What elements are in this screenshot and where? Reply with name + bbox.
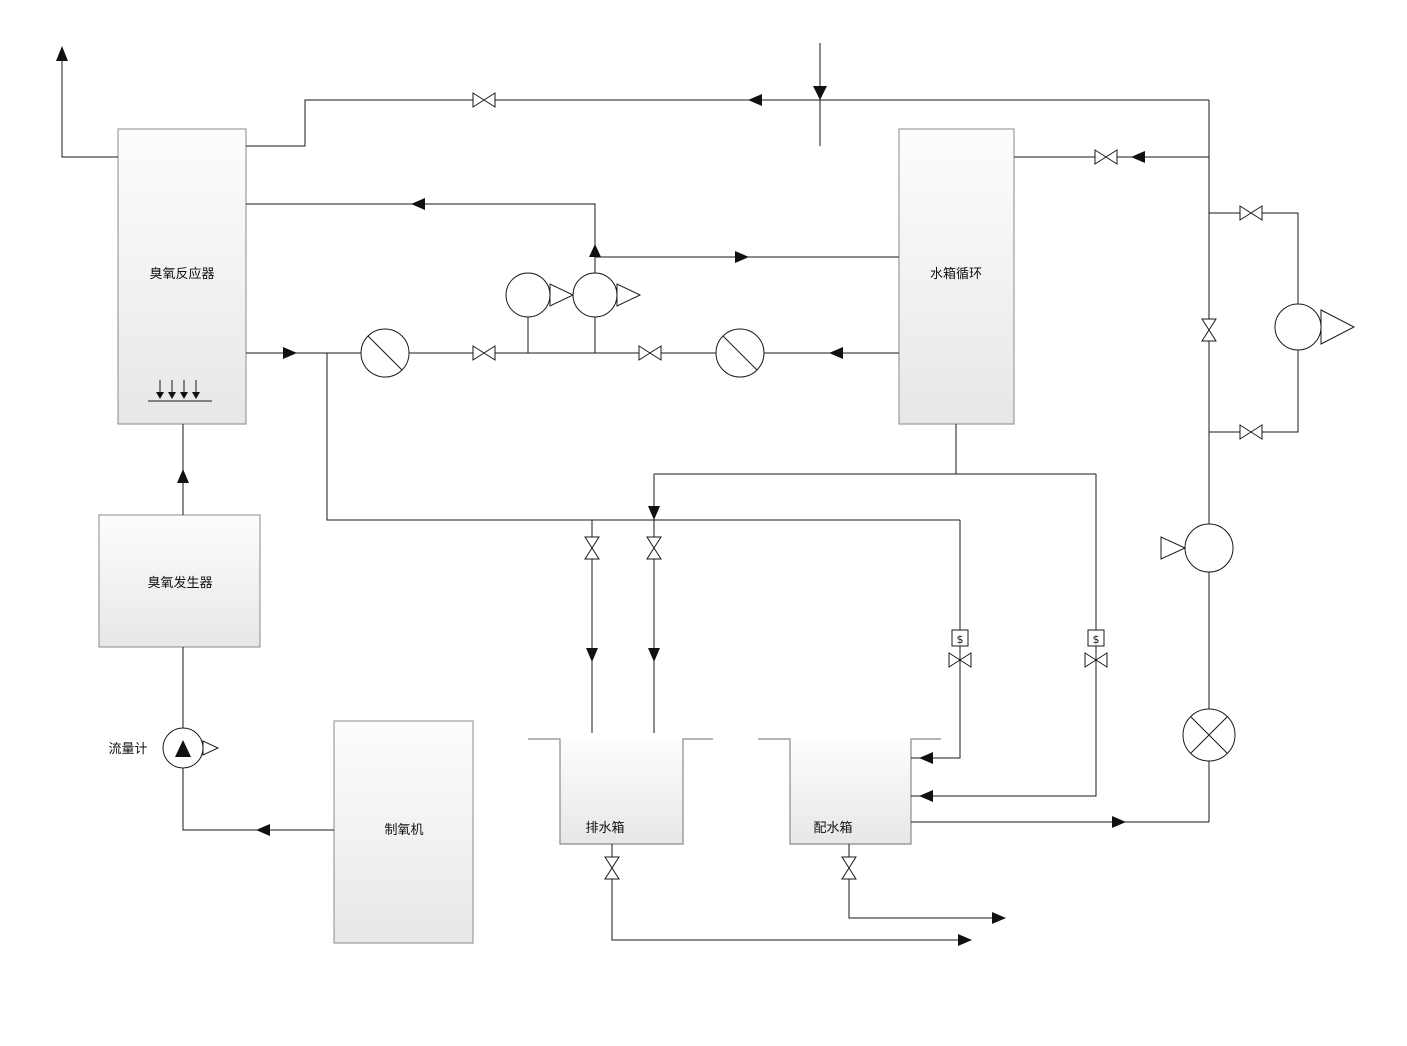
equipment-ozone-generator: 臭氧发生器 bbox=[98, 514, 261, 648]
ozone-generator-label: 臭氧发生器 bbox=[147, 575, 212, 591]
diffuser-arrows bbox=[156, 392, 200, 399]
inline-pump-icon bbox=[505, 272, 575, 318]
ozone-generator-shape bbox=[98, 514, 261, 648]
equipment-water-tank-loop: 水箱循环 bbox=[898, 128, 1015, 425]
oxygen-machine-label: 制氧机 bbox=[384, 823, 423, 838]
water-tank-loop-shape bbox=[898, 128, 1015, 425]
solenoid-coil-box bbox=[951, 629, 969, 647]
slash-pump-icon bbox=[715, 328, 765, 378]
drain-tank-shape bbox=[528, 738, 713, 845]
equipment-ozone-reactor: 臭氧反应器 bbox=[117, 128, 247, 425]
oxygen-machine-shape bbox=[333, 720, 474, 944]
equipment-oxygen-machine: 制氧机 bbox=[333, 720, 474, 944]
valve-icon bbox=[604, 856, 620, 880]
valve-icon bbox=[1239, 205, 1263, 221]
bypass-pump-icon bbox=[1274, 303, 1356, 351]
pump-body bbox=[572, 272, 618, 318]
pump-slash bbox=[722, 335, 758, 371]
distribution-tank-shape bbox=[758, 738, 941, 845]
slash-pump-icon bbox=[360, 328, 410, 378]
distribution-tank-label: 配水箱 bbox=[813, 820, 852, 836]
solenoid-valve-body bbox=[948, 652, 972, 668]
pump-nozzle bbox=[1160, 536, 1187, 560]
flow-meter-icon bbox=[162, 727, 220, 769]
circulation-pump-icon bbox=[1182, 708, 1236, 762]
pump-body bbox=[1184, 523, 1234, 573]
valve-icon bbox=[1201, 318, 1217, 342]
booster-pump-icon bbox=[1160, 523, 1234, 573]
drain-tank-label: 排水箱 bbox=[585, 820, 624, 836]
valve-icon bbox=[646, 536, 662, 560]
distribution-tank-fill bbox=[790, 739, 911, 844]
valve-icon bbox=[1239, 424, 1263, 440]
inline-pump-icon bbox=[572, 272, 642, 318]
ozone-reactor-shape bbox=[117, 128, 247, 425]
valve-icon bbox=[472, 92, 496, 108]
ozone-reactor-label: 臭氧反应器 bbox=[149, 266, 214, 282]
pump-body bbox=[1274, 303, 1322, 351]
pump-nozzle bbox=[549, 283, 575, 307]
tank-distribution: 配水箱 bbox=[758, 738, 941, 845]
solenoid-coil-box bbox=[1087, 629, 1105, 647]
flow-meter-nozzle bbox=[202, 740, 220, 756]
solenoid-coil-label: $ bbox=[1093, 633, 1100, 646]
diffuser-icon bbox=[148, 380, 212, 402]
valve-icon bbox=[584, 536, 600, 560]
flow-meter-pointer bbox=[175, 740, 191, 757]
water-tank-loop-label: 水箱循环 bbox=[930, 266, 982, 282]
valve-icon bbox=[638, 345, 662, 361]
tank-drain: 排水箱 bbox=[528, 738, 713, 845]
solenoid-valve-icon: $ bbox=[1084, 629, 1108, 668]
valve-icon bbox=[472, 345, 496, 361]
pump-nozzle bbox=[1320, 309, 1356, 345]
pump-nozzle bbox=[616, 283, 642, 307]
flow-meter-label: 流量计 bbox=[108, 742, 147, 757]
pump-body bbox=[505, 272, 551, 318]
pump-blades bbox=[1190, 716, 1228, 754]
pump-slash bbox=[367, 335, 403, 371]
solenoid-valve-icon: $ bbox=[948, 629, 972, 668]
valve-icon bbox=[841, 856, 857, 880]
valve-icon bbox=[1094, 149, 1118, 165]
solenoid-valve-body bbox=[1084, 652, 1108, 668]
solenoid-coil-label: $ bbox=[957, 633, 964, 646]
drain-tank-fill bbox=[560, 739, 683, 844]
diffuser-stems bbox=[148, 380, 212, 402]
